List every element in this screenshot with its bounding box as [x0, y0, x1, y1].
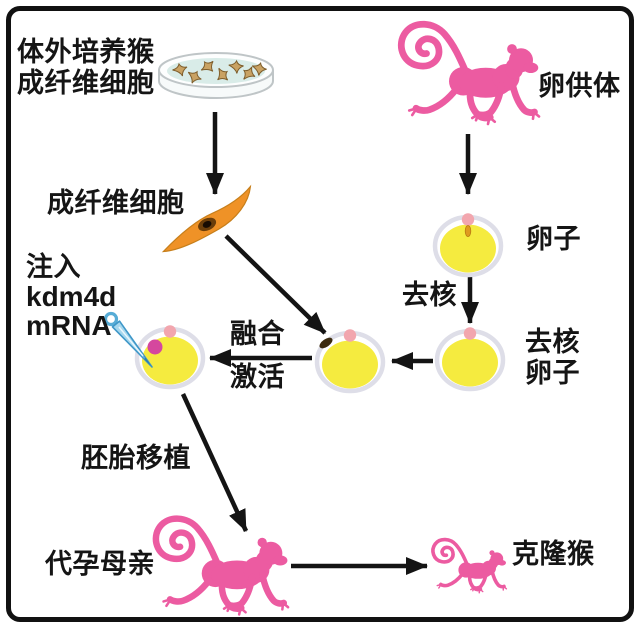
label-egg: 卵子: [526, 224, 581, 254]
label-cloned-monkey: 克隆猴: [512, 539, 595, 569]
fibroblast-icon: [161, 184, 252, 253]
label-inject-line2: kdm4d: [26, 281, 117, 312]
label-fusion: 融合: [230, 319, 285, 349]
injected-egg-icon: [137, 325, 203, 387]
egg-donor-monkey-icon: [401, 24, 539, 124]
label-enucleation: 去核: [402, 280, 457, 310]
donor-cell-in-egg-icon: [319, 337, 333, 349]
egg-nucleus-dot-icon: [464, 225, 472, 237]
label-enucleated-egg: 去核 卵子: [525, 327, 580, 389]
label-cultured-cells-line1: 体外培养猴: [17, 37, 155, 67]
label-cultured-cells: 体外培养猴 成纤维细胞: [17, 37, 155, 99]
petri-dish-icon: [158, 52, 274, 99]
label-egg-donor: 卵供体: [538, 71, 621, 101]
label-embryo-transfer: 胚胎移植: [81, 443, 191, 473]
label-enucleated-egg-line1: 去核: [525, 327, 580, 357]
label-inject-mrna: 注入 kdm4d mRNA: [26, 252, 117, 341]
egg-icon: [435, 213, 501, 275]
fused-egg-icon: [317, 329, 383, 391]
cloned-monkey-icon: [431, 537, 509, 595]
egg-nucleus-icon: [147, 339, 163, 355]
label-inject-line1: 注入: [26, 252, 81, 282]
label-cultured-cells-line2: 成纤维细胞: [17, 68, 155, 98]
surrogate-monkey-icon: [156, 519, 288, 615]
label-fibroblast: 成纤维细胞: [47, 188, 185, 218]
arrow-fibroblast-to-egg: [224, 234, 327, 335]
arrow-embryo-transfer: [180, 393, 249, 532]
label-surrogate-mother: 代孕母亲: [45, 549, 155, 579]
label-enucleated-egg-line2: 卵子: [525, 358, 580, 388]
label-fusion-activation: 融合 激活: [230, 319, 285, 393]
label-activation: 激活: [230, 362, 285, 392]
injection-needle-icon: [103, 311, 153, 368]
enucleated-egg-icon: [437, 327, 503, 389]
label-inject-line3: mRNA: [26, 310, 112, 341]
